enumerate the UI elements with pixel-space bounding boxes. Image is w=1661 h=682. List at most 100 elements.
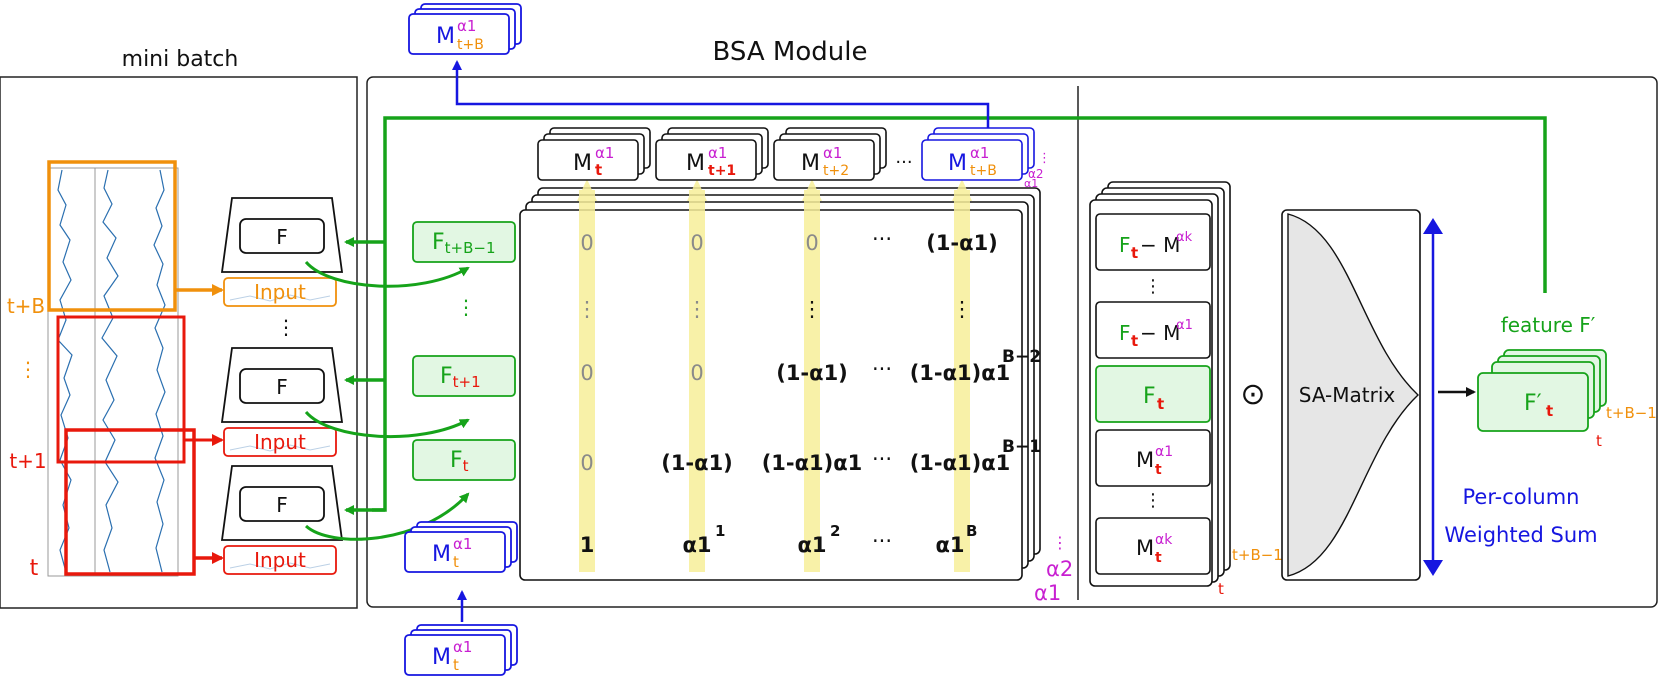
svg-text:t: t (453, 553, 459, 571)
label-t: t (30, 556, 39, 581)
svg-text:t+B: t+B (457, 37, 484, 53)
svg-text:t: t (1155, 550, 1162, 566)
stack-corner-t: t (1218, 580, 1224, 598)
matrix-cells: 0 0 0 ··· (1-α1) ⋮ ⋮ ⋮ ⋮ 0 0 (1-α1) ··· … (577, 227, 1042, 557)
svg-text:α1: α1 (1176, 318, 1193, 333)
svg-text:M: M (801, 151, 820, 176)
svg-text:Ft+1: Ft+1 (440, 364, 481, 391)
memory-header-t: M α1 t (537, 127, 651, 181)
svg-text:⋮: ⋮ (577, 297, 598, 321)
svg-text:0: 0 (580, 451, 593, 475)
svg-text:t+2: t+2 (823, 163, 849, 179)
output-corner-t-plus-b-minus-1: t+B−1 (1606, 404, 1657, 422)
svg-text:− M: − M (1140, 233, 1180, 257)
svg-text:0: 0 (580, 231, 593, 255)
memory-output-top: M α1 t+B (408, 3, 522, 55)
bsa-module-panel (366, 76, 1658, 608)
svg-text:B: B (966, 522, 977, 540)
encoder-top: F Input (220, 197, 344, 307)
svg-text:M: M (432, 645, 451, 670)
svg-text:0: 0 (805, 231, 818, 255)
encoder-bottom: F Input (220, 465, 344, 575)
svg-text:(1-α1)α1: (1-α1)α1 (762, 451, 863, 475)
feature-box-t-plus-b-minus-1: Ft+B−1 (412, 221, 516, 263)
svg-text:αk: αk (1155, 532, 1173, 548)
feature-box-t: Ft (412, 439, 516, 481)
svg-text:(1-α1)α1: (1-α1)α1 (910, 361, 1011, 385)
svg-text:M: M (1136, 448, 1154, 472)
mini-batch-panel: t+B ⋮ t+1 t (0, 76, 358, 609)
svg-text:B−2: B−2 (1002, 347, 1041, 367)
feature-f-prime-label: feature F′ (1501, 313, 1596, 337)
svg-text:M: M (1136, 536, 1154, 560)
svg-text:F: F (1119, 233, 1131, 257)
feature-memory-stack: F t − M αk ⋮ F t − M α1 F t M α1 t ⋮ M α… (1089, 181, 1231, 587)
svg-text:α1: α1 (797, 533, 826, 557)
svg-text:t: t (1131, 332, 1138, 350)
svg-text:⋮: ⋮ (1144, 490, 1162, 511)
encoder-label: F (276, 375, 288, 399)
svg-text:(1-α1)α1: (1-α1)α1 (910, 451, 1011, 475)
weighted-sum-line1: Per-column (1462, 485, 1579, 509)
bsa-module-title: BSA Module (713, 37, 868, 67)
window-t-plus-1 (56, 315, 186, 464)
svg-text:Ft+B−1: Ft+B−1 (432, 230, 496, 257)
svg-text:0: 0 (580, 361, 593, 385)
window-t (64, 428, 196, 576)
svg-text:α1: α1 (682, 533, 711, 557)
svg-text:(1-α1): (1-α1) (926, 231, 998, 255)
svg-text:···: ··· (872, 447, 892, 471)
memory-output-arrow (452, 60, 990, 138)
svg-text:M: M (686, 151, 705, 176)
feature-dots: ⋮ (456, 295, 476, 319)
svg-text:t: t (1157, 395, 1164, 413)
column-arrows (577, 179, 972, 572)
signal-trace-3 (153, 169, 166, 573)
svg-text:1: 1 (580, 533, 595, 557)
matrix-stack-dots: ⋮ (1052, 533, 1068, 552)
weight-matrix-stack (519, 187, 1041, 581)
svg-text:(1-α1): (1-α1) (776, 361, 848, 385)
input-label: Input (254, 548, 306, 572)
svg-text:···: ··· (872, 227, 892, 251)
svg-text:t+B: t+B (970, 163, 997, 179)
svg-text:0: 0 (690, 231, 703, 255)
output-corner-t: t (1596, 432, 1602, 450)
svg-text:F: F (1143, 384, 1156, 409)
svg-text:F′: F′ (1524, 391, 1542, 416)
svg-text:α1: α1 (935, 533, 964, 557)
output-feature-stack: F′ t (1477, 349, 1607, 432)
svg-text:⋮: ⋮ (952, 297, 973, 321)
svg-text:t: t (1131, 244, 1138, 262)
svg-text:t: t (453, 656, 459, 674)
svg-text:F: F (1119, 321, 1131, 345)
memory-header-t-plus-2: M α1 t+2 (773, 127, 887, 181)
svg-text:α2: α2 (1028, 167, 1044, 181)
input-label: Input (254, 430, 306, 454)
svg-text:0: 0 (690, 361, 703, 385)
svg-text:1: 1 (715, 522, 725, 540)
svg-text:t: t (1155, 462, 1162, 478)
svg-text:α1: α1 (457, 17, 476, 35)
svg-text:M: M (436, 24, 455, 49)
sa-matrix-label: SA-Matrix (1299, 383, 1396, 407)
matrix-stack-alpha1: α1 (1034, 581, 1061, 605)
memory-header-ellipsis: ··· (895, 152, 912, 173)
svg-text:⋮: ⋮ (687, 297, 708, 321)
svg-text:αk: αk (1176, 230, 1193, 245)
svg-text:M: M (948, 151, 967, 176)
stack-corner-t-plus-b-minus-1: t+B−1 (1232, 546, 1283, 564)
signal-trace-2 (101, 169, 119, 573)
encoder-mid: F Input (220, 347, 344, 457)
memory-inside-bottom: M α1 t (404, 521, 518, 573)
matrix-stack-alpha2: α2 (1046, 557, 1073, 581)
svg-text:M: M (573, 151, 592, 176)
mini-batch-title: mini batch (122, 47, 239, 72)
window-t-plus-b (47, 160, 177, 312)
label-t-plus-b: t+B (7, 294, 45, 318)
svg-text:α1: α1 (1155, 444, 1173, 460)
svg-text:− M: − M (1140, 321, 1180, 345)
svg-text:α1: α1 (595, 144, 614, 162)
svg-text:α1: α1 (453, 638, 472, 656)
